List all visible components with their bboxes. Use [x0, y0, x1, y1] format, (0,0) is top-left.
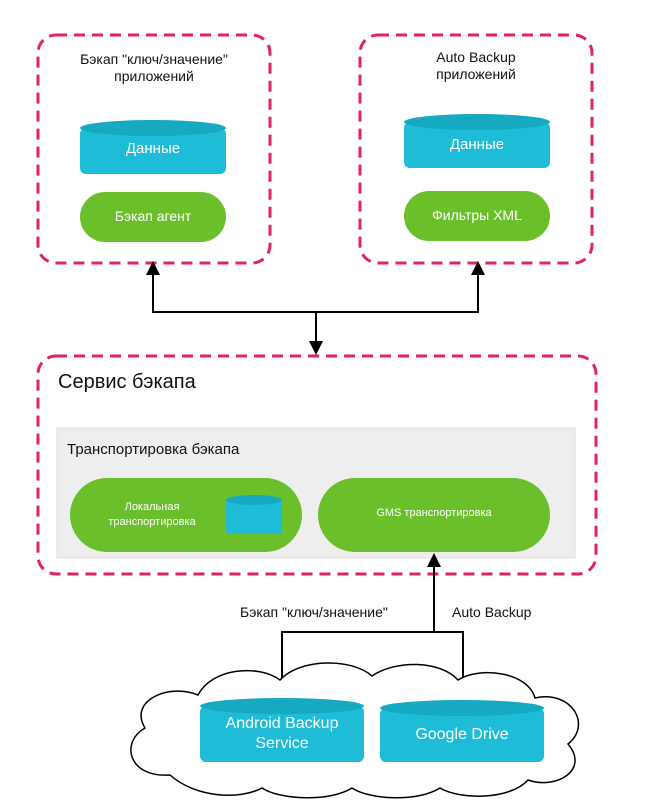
auto-data-cylinder	[404, 114, 550, 168]
service-container	[36, 354, 598, 576]
service-title: Сервис бэкапа	[58, 371, 196, 393]
android-backup-label: Android Backup Service	[225, 715, 339, 752]
auto-data-label: Данные	[449, 136, 505, 153]
gms-transport-label: GMS транспортировка	[376, 507, 492, 519]
kv-app-title: Бэкап "ключ/значение" приложений	[80, 51, 228, 84]
android-backup-cylinder	[200, 698, 364, 762]
auto-filter-pill	[404, 191, 550, 241]
app-service-connectors	[146, 261, 485, 355]
google-drive-label: Google Drive	[415, 726, 509, 743]
local-storage-cylinder	[226, 495, 282, 534]
local-transport-label: Локальная транспортировка	[108, 501, 196, 528]
auto-link-label: Auto Backup	[452, 604, 532, 620]
transport-title: Транспортировка бэкапа	[67, 441, 240, 458]
kv-link-label: Бэкап "ключ/значение"	[240, 604, 388, 620]
kv-data-cylinder	[80, 120, 226, 174]
auto-filter-label: Фильтры XML	[432, 207, 522, 223]
kv-data-label: Данные	[125, 140, 181, 157]
google-drive-cylinder	[380, 700, 544, 762]
gms-transport-pill	[318, 478, 550, 552]
auto-app-title: Auto Backup приложений	[436, 49, 516, 82]
kv-agent-label: Бэкап агент	[114, 208, 192, 224]
kv-agent-pill	[80, 192, 226, 242]
